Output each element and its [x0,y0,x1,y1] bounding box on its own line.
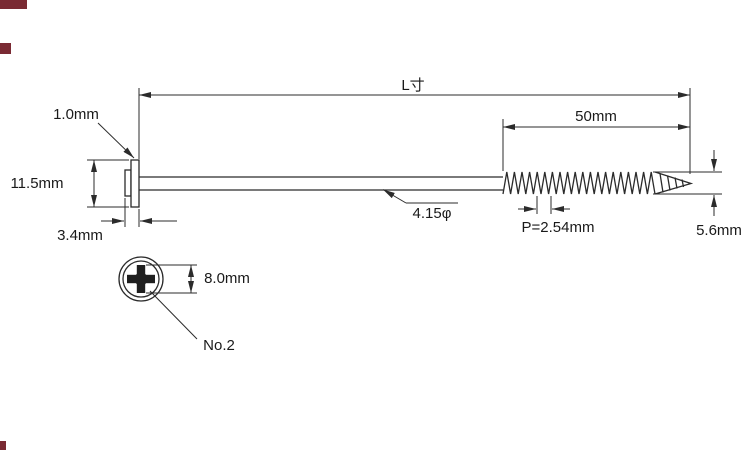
thread-zigzag [502,171,656,195]
screw-head-flange [130,159,140,208]
dim-overall-length: L寸 [138,77,691,174]
leader-line [97,122,135,159]
shank-diameter-label: 4.15φ [413,205,452,222]
dim-thread-od: 5.6mm [653,150,742,239]
clipped-watermark-top [0,0,27,9]
dim-recess-width: 8.0mm [146,264,250,294]
overall-length-label: L寸 [401,77,424,94]
head-height-label: 3.4mm [57,227,103,244]
head-flange-thickness-label: 1.0mm [53,106,99,123]
thread-od-label: 5.6mm [696,222,742,239]
recess-no-label: No.2 [203,337,235,354]
screw-tip-thread-lines [659,173,685,193]
screw-head-hub [124,169,132,197]
clipped-watermark-left [0,43,11,54]
thread-length-label: 50mm [575,108,617,125]
head-inner-circle [122,260,160,298]
leader-line [149,290,198,340]
leader-line [382,189,407,204]
dim-shank-diameter: 4.15φ [382,189,458,222]
head-diameter-label: 11.5mm [10,175,63,192]
screw-head-front-view [118,256,164,302]
dim-thread-length: 50mm [502,108,690,171]
screw-side-view [124,159,694,208]
dim-head-height: 3.4mm [57,198,177,244]
dim-head-diameter: 11.5mm [10,159,129,208]
dim-thread-pitch: P=2.54mm [518,196,594,236]
head-outer-circle [118,256,164,302]
phillips-cross-icon [127,265,155,293]
recess-width-label: 8.0mm [204,270,250,287]
clipped-watermark-bottom [0,441,6,450]
dim-head-flange-thickness: 1.0mm [53,106,135,159]
thread-pitch-label: P=2.54mm [522,219,595,236]
label-recess-no: No.2 [149,290,235,354]
